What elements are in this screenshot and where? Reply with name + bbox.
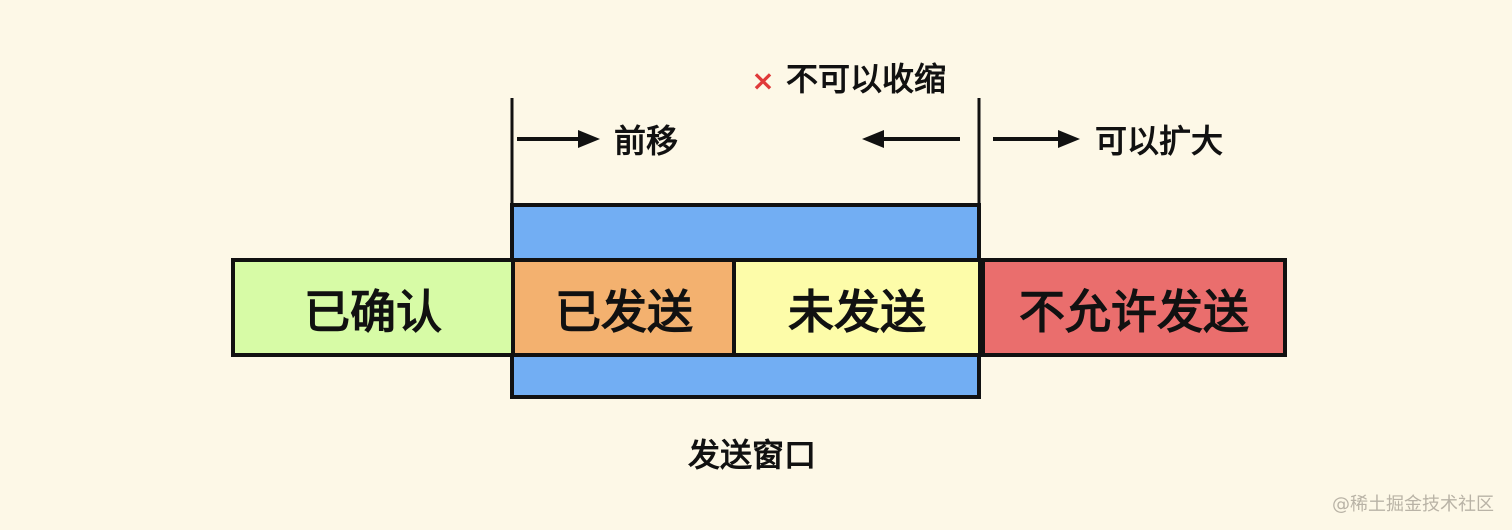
cross-icon: ×: [751, 64, 774, 97]
arrow-right-move-icon: [517, 130, 600, 148]
label-acknowledged: 已确认: [304, 285, 442, 339]
segment-not-allowed: [981, 258, 1287, 357]
label-send-window: 发送窗口: [688, 436, 816, 474]
label-sent: 已发送: [555, 285, 693, 339]
watermark: @稀土掘金技术社区: [1332, 494, 1494, 515]
segment-not-sent: [732, 258, 982, 357]
arrow-right-expand-icon: [993, 130, 1080, 148]
segment-sent: [511, 258, 736, 357]
arrow-left-shrink-icon: [862, 130, 960, 148]
label-not-sent: 未发送: [788, 285, 926, 339]
label-no-shrink: 不可以收缩: [786, 60, 946, 98]
label-move-forward: 前移: [614, 122, 678, 160]
label-can-expand: 可以扩大: [1095, 122, 1223, 160]
label-not-allowed: 不允许发送: [1019, 285, 1249, 339]
segment-acknowledged: [231, 258, 515, 357]
